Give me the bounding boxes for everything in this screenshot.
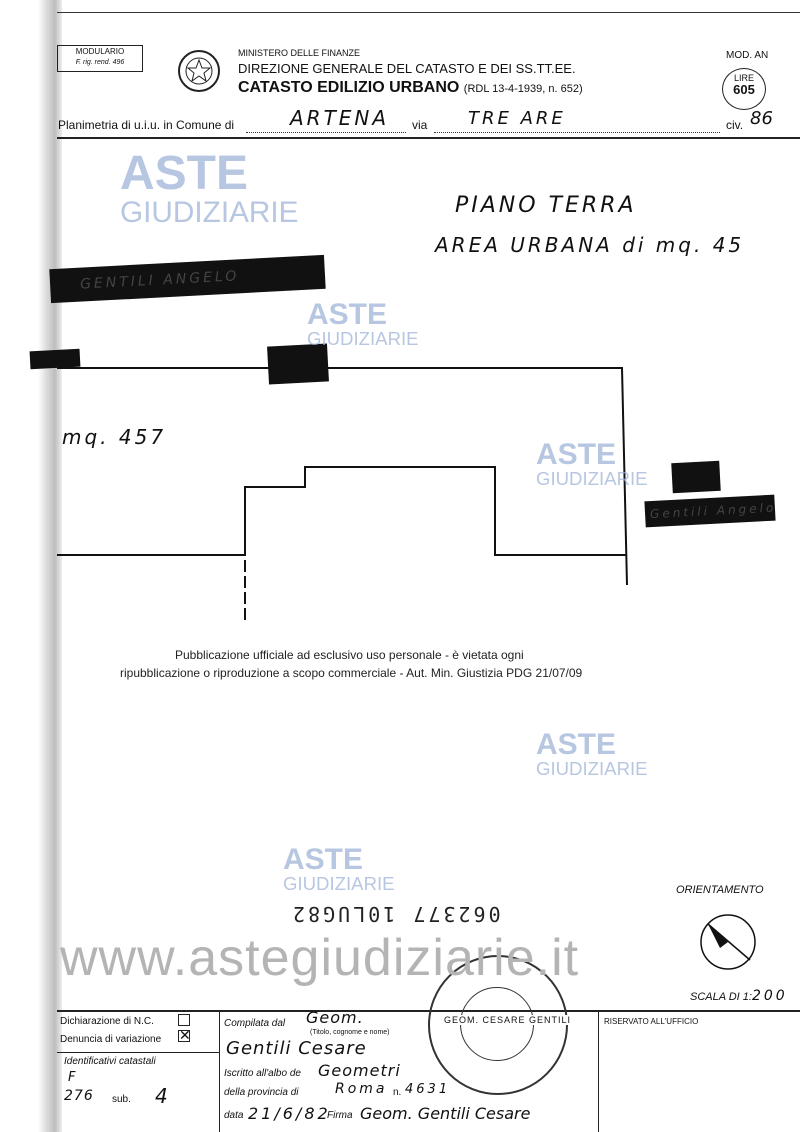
compiled-by-label: Compilata dal — [224, 1018, 286, 1029]
sub-label: sub. — [112, 1094, 131, 1105]
scale-value: 200 — [751, 988, 788, 1004]
north-arrow-icon — [698, 912, 758, 972]
publication-notice-line1: Pubblicazione ufficiale ad esclusivo uso… — [175, 648, 524, 662]
via-label: via — [412, 118, 428, 132]
modulario-label: MODULARIO — [75, 47, 125, 56]
modulario-box: MODULARIO F. rig. rend. 496 — [57, 45, 143, 72]
date-value: 21/6/82 — [248, 1104, 331, 1123]
nc-declaration-label: Dichiarazione di N.C. — [60, 1016, 154, 1027]
publication-notice-line2: ripubblicazione o riproduzione a scopo c… — [120, 666, 583, 680]
top-border — [57, 12, 800, 13]
foglio-value: F — [68, 1070, 79, 1085]
compiled-by-hint: (Titolo, cognome e nome) — [310, 1029, 390, 1036]
compiled-by-title: Geom. — [306, 1008, 364, 1027]
watermark-giudiziarie: GIUDIZIARIE — [283, 873, 395, 894]
parcel-area-label: mq. 457 — [62, 425, 167, 449]
footer-divider — [57, 1052, 219, 1053]
republic-emblem-icon — [175, 48, 223, 94]
comune-dotted-line — [246, 118, 406, 133]
via-dotted-line — [434, 118, 720, 133]
law-reference: (RDL 13-4-1939, n. 652) — [463, 83, 583, 95]
sub-value: 4 — [155, 1084, 171, 1108]
ministry-name: MINISTERO DELLE FINANZE — [238, 48, 361, 58]
watermark-aste: ASTE — [307, 298, 388, 331]
scale-label: SCALA DI 1:200 — [690, 988, 788, 1004]
building-outline — [57, 466, 627, 556]
signature: Geom. Gentili Cesare — [360, 1104, 531, 1123]
modulario-code: F. rig. rend. 496 — [75, 59, 125, 66]
direction-name: DIREZIONE GENERALE DEL CATASTO E DEI SS.… — [238, 61, 576, 76]
variation-label: Denuncia di variazione — [60, 1034, 162, 1045]
watermark-aste: ASTE — [120, 147, 249, 200]
lire-label: LIRE — [733, 73, 754, 83]
date-label: data — [224, 1110, 244, 1121]
comune-label: Planimetria di u.i.u. in Comune di — [58, 118, 235, 132]
number-label: n. — [393, 1087, 402, 1098]
province-value: Roma — [335, 1081, 388, 1097]
footer-divider — [598, 1010, 599, 1132]
watermark-giudiziarie: GIUDIZIARIE — [536, 468, 648, 489]
floor-plan-drawing — [57, 367, 628, 622]
watermark-giudiziarie: GIUDIZIARIE — [120, 196, 299, 229]
civ-value: 86 — [750, 108, 773, 129]
watermark-site: www.astegiudiziarie.it — [60, 929, 580, 987]
floor-label: PIANO TERRA — [455, 193, 637, 218]
identifiers-label: Identificativi catastali — [64, 1056, 156, 1067]
registration-stamp: 062377 10LUG82 — [290, 902, 501, 926]
scan-edge-shadow — [38, 0, 62, 1132]
footer-divider — [219, 1010, 220, 1132]
comune-value: ARTENA — [290, 106, 390, 130]
watermark-aste: ASTE — [536, 728, 617, 761]
compiled-by-name: Gentili Cesare — [226, 1038, 367, 1059]
lire-value: 605 — [733, 82, 755, 97]
civ-label: civ. — [726, 118, 744, 132]
model-code: MOD. AN — [726, 50, 769, 61]
watermark-aste: ASTE — [283, 843, 364, 876]
watermark-aste: ASTE — [536, 438, 617, 471]
watermark-giudiziarie: GIUDIZIARIE — [307, 328, 419, 349]
signature-label: Firma — [327, 1110, 353, 1121]
office-reserved-label: RISERVATO ALL'UFFICIO — [604, 1017, 699, 1026]
registered-label: Iscritto all'albo de — [224, 1068, 301, 1079]
nc-declaration-checkbox[interactable] — [178, 1014, 190, 1026]
header-divider — [57, 137, 800, 139]
scale-text: SCALA DI 1: — [690, 991, 752, 1003]
variation-checkbox-checked[interactable]: ✕ — [178, 1027, 191, 1043]
fee-stamp: LIRE 605 — [722, 68, 766, 110]
province-label: della provincia di — [224, 1087, 299, 1098]
watermark-giudiziarie: GIUDIZIARIE — [536, 758, 648, 779]
mappale-value: 276 — [64, 1088, 94, 1104]
title-text: CATASTO EDILIZIO URBANO — [238, 79, 460, 96]
document-title: CATASTO EDILIZIO URBANO (RDL 13-4-1939, … — [238, 79, 583, 97]
number-value: 4631 — [405, 1082, 451, 1097]
boundary-line — [57, 367, 628, 586]
area-label: AREA URBANA di mq. 45 — [435, 233, 745, 257]
surveyor-seal: GEOM. CESARE GENTILI — [428, 955, 572, 1095]
seal-text: GEOM. CESARE GENTILI — [444, 1015, 572, 1025]
registered-value: Geometri — [318, 1061, 401, 1080]
via-value: TRE ARE — [468, 108, 566, 129]
orientation-label: ORIENTAMENTO — [676, 884, 764, 896]
